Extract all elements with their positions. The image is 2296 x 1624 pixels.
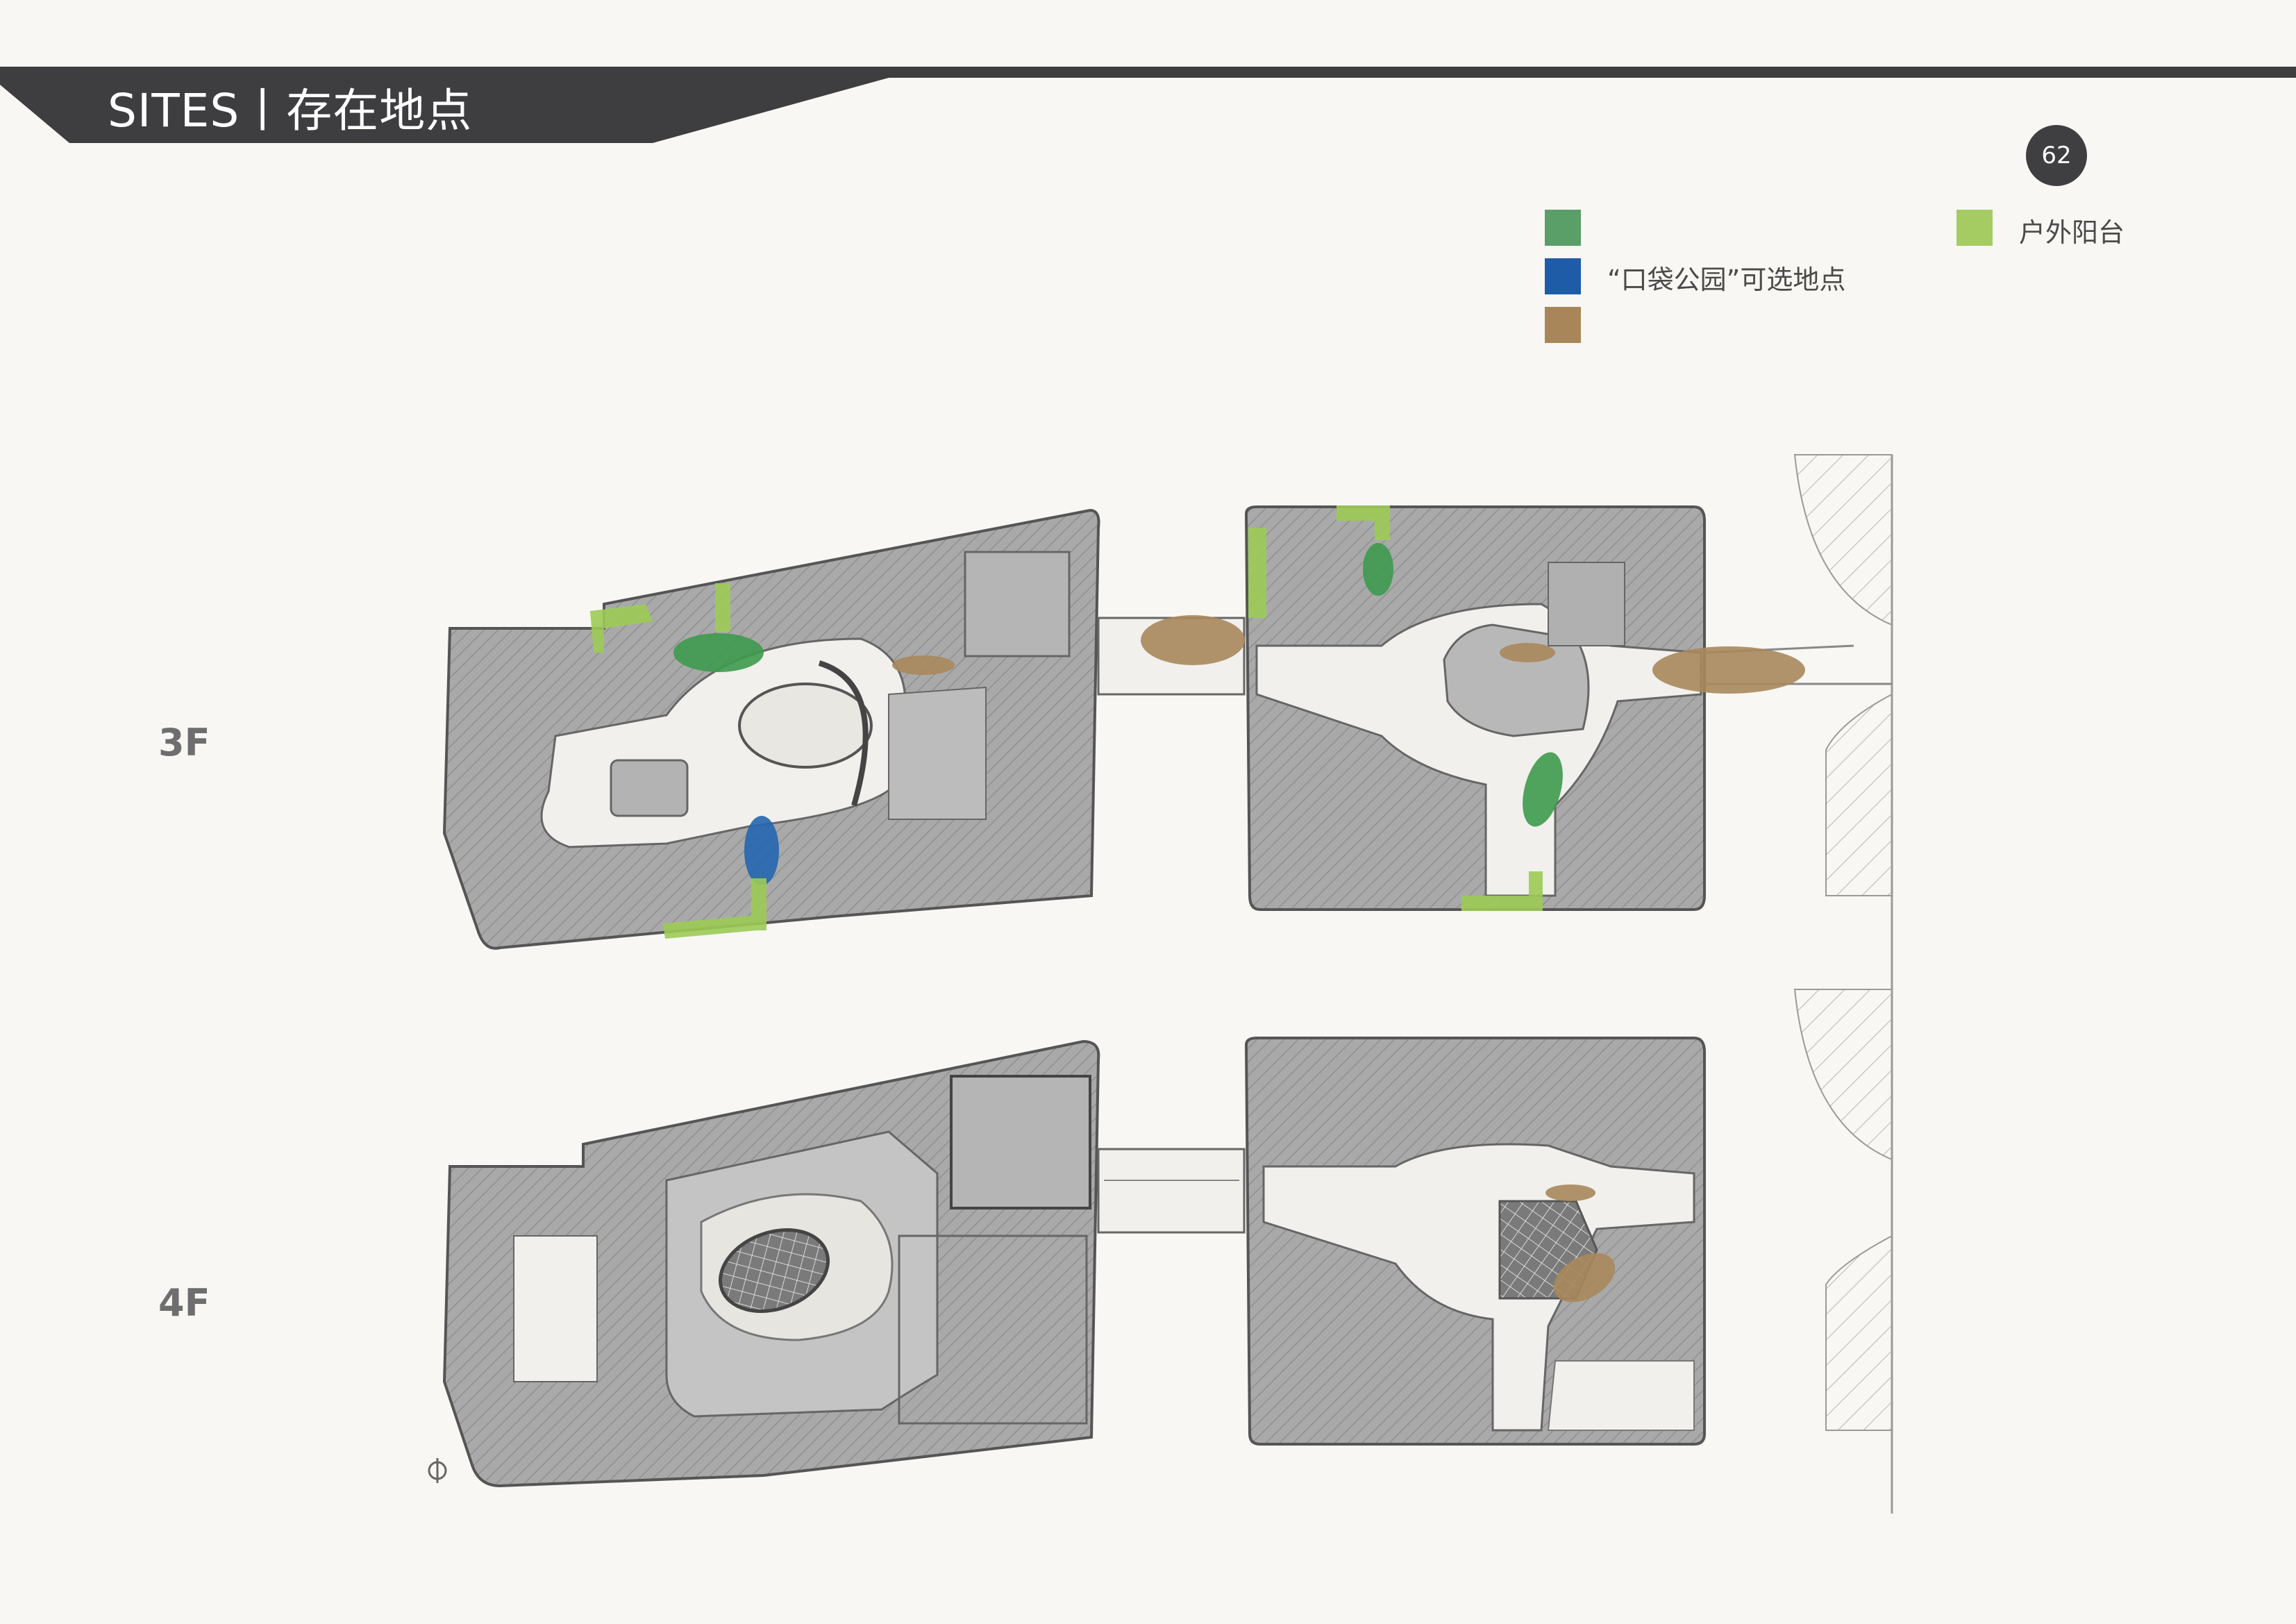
floor-label-4f: 4F: [158, 1281, 210, 1325]
zone-brown-3f-b: [892, 655, 955, 675]
legend-swatch-blue: [1545, 258, 1581, 294]
legend-label-pocket-park: “口袋公园”可选地点: [1607, 265, 1846, 295]
page-number-badge: 62: [2026, 125, 2087, 186]
zone-brown-3f-a: [1141, 615, 1245, 665]
zone-blue-3f: [744, 816, 779, 885]
page-title: SITES丨存在地点: [108, 84, 473, 137]
zone-brown-4f-a: [1545, 1184, 1595, 1201]
zone-green-3f-a: [673, 633, 764, 672]
floor-plan-3f: [442, 505, 1892, 950]
site-context-right: [1793, 454, 1893, 1514]
legend-label-balcony: 户外阳台: [2019, 217, 2125, 248]
floor-label-3f: 3F: [158, 721, 210, 764]
legend-swatch-balcony: [1956, 210, 1993, 246]
header-band: [0, 67, 2296, 143]
legend-swatch-brown: [1545, 307, 1581, 343]
zone-brown-3f-d: [1652, 646, 1805, 694]
legend-swatch-green: [1545, 210, 1581, 246]
zone-green-3f-c: [1523, 752, 1563, 827]
zone-brown-4f-b: [1553, 1253, 1616, 1303]
floor-plan-4f: [428, 1037, 1706, 1488]
balconies-3f: [590, 505, 1543, 939]
zone-green-3f-b: [1363, 543, 1393, 596]
zone-brown-3f-c: [1500, 643, 1555, 662]
